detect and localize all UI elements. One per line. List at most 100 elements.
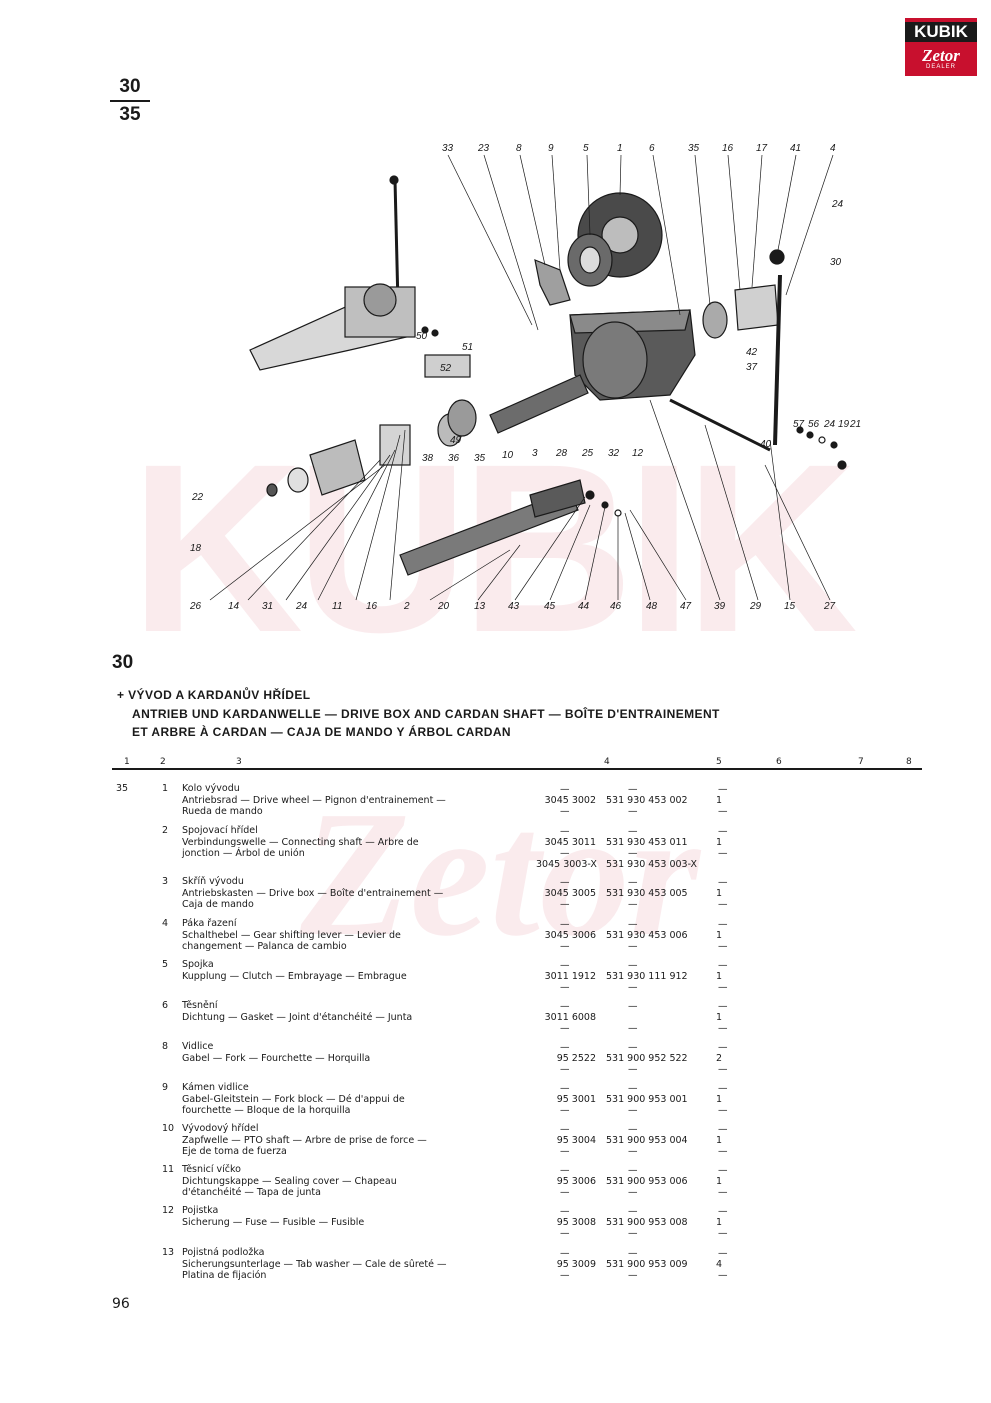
dash-mark: — bbox=[718, 1104, 728, 1116]
part-description-line: Těsnění bbox=[182, 1000, 218, 1011]
part-description-line: Skříň vývodu bbox=[182, 876, 244, 887]
dash-mark: — bbox=[560, 1104, 570, 1116]
col-header-5: 5 bbox=[716, 757, 722, 767]
dash-mark: — bbox=[560, 918, 570, 930]
part-number-b: 531 900 953 008 bbox=[606, 1216, 688, 1228]
part-position: 8 bbox=[162, 1041, 169, 1052]
model-top: 30 bbox=[119, 76, 141, 97]
part-description-line: changement — Palanca de cambio bbox=[182, 941, 347, 952]
part-number-a: 95 3006 bbox=[556, 1175, 596, 1187]
part-description-line: Sicherung — Fuse — Fusible — Fusible bbox=[182, 1216, 365, 1228]
callout-48: 48 bbox=[646, 601, 658, 612]
part-number-a: 95 2522 bbox=[556, 1052, 596, 1064]
col-header-2: 2 bbox=[160, 757, 166, 767]
kubik-zetor-logo: KUBIK Zetor DEALER bbox=[905, 18, 977, 76]
dash-mark: — bbox=[718, 1063, 728, 1075]
part-quantity: 1 bbox=[716, 1093, 723, 1105]
part-number-a: 3011 6008 bbox=[544, 1011, 596, 1023]
dash-mark: — bbox=[628, 1104, 638, 1116]
callout-5: 5 bbox=[583, 143, 589, 154]
logo-dealer-text: DEALER bbox=[925, 64, 956, 70]
dash-mark: — bbox=[628, 918, 638, 930]
dash-mark: — bbox=[560, 847, 570, 859]
callout-27: 27 bbox=[823, 601, 836, 612]
dash-mark: — bbox=[560, 1227, 570, 1239]
dash-mark: — bbox=[628, 940, 638, 952]
callout-13: 13 bbox=[474, 601, 486, 612]
callout-8: 8 bbox=[516, 143, 522, 154]
dash-mark: — bbox=[560, 1186, 570, 1198]
callout-36: 36 bbox=[448, 453, 460, 464]
callout-33: 33 bbox=[442, 143, 454, 154]
dash-mark: — bbox=[560, 1269, 570, 1281]
part-number-b: 531 900 953 009 bbox=[606, 1258, 688, 1270]
dash-mark: — bbox=[718, 876, 728, 888]
callout-37: 37 bbox=[746, 362, 758, 373]
part-number-a: 3011 1912 bbox=[544, 970, 596, 982]
dash-mark: — bbox=[718, 1205, 728, 1217]
dash-mark: — bbox=[718, 847, 728, 859]
part-description-line: Kolo vývodu bbox=[182, 783, 240, 794]
dash-mark: — bbox=[718, 1186, 728, 1198]
part-number-a: 3045 3002 bbox=[544, 794, 596, 806]
callout-24: 24 bbox=[831, 199, 844, 210]
dash-mark: — bbox=[628, 1205, 638, 1217]
callout-39: 39 bbox=[714, 601, 726, 612]
part-description-line: Spojovací hřídel bbox=[182, 825, 258, 836]
part-quantity: 2 bbox=[716, 1052, 723, 1064]
callout-45: 45 bbox=[544, 601, 556, 612]
part-quantity: 1 bbox=[716, 1216, 723, 1228]
part-position: 12 bbox=[162, 1205, 175, 1216]
part-position: 11 bbox=[162, 1164, 175, 1175]
part-position: 13 bbox=[162, 1247, 175, 1258]
callout-23: 23 bbox=[477, 143, 490, 154]
dash-mark: — bbox=[718, 1041, 728, 1053]
dash-mark: — bbox=[628, 1227, 638, 1239]
dash-mark: — bbox=[560, 1063, 570, 1075]
col-header-6: 6 bbox=[776, 757, 782, 767]
dash-mark: — bbox=[628, 1247, 638, 1259]
part-description-line: Kupplung — Clutch — Embrayage — Embrague bbox=[182, 970, 407, 982]
dash-mark: — bbox=[560, 825, 570, 837]
callout-21: 21 bbox=[849, 419, 861, 430]
watermark-zetor: Zetor bbox=[300, 774, 700, 973]
dash-mark: — bbox=[718, 940, 728, 952]
part-position: 3 bbox=[162, 876, 169, 887]
part-description-line: Vývodový hřídel bbox=[182, 1123, 259, 1134]
part-description-line: jonction — Árbol de unión bbox=[182, 848, 305, 859]
dash-mark: — bbox=[628, 1000, 638, 1012]
dash-mark: — bbox=[628, 1123, 638, 1135]
part-description-line: Páka řazení bbox=[182, 918, 237, 929]
dash-mark: — bbox=[560, 981, 570, 993]
dash-mark: — bbox=[718, 1227, 728, 1239]
callout-1: 1 bbox=[617, 143, 623, 154]
part-number-b: 531 900 952 522 bbox=[606, 1052, 688, 1064]
part-position: 2 bbox=[162, 825, 169, 836]
dash-mark: — bbox=[628, 1041, 638, 1053]
part-description-line: Antriebsrad — Drive wheel — Pignon d'ent… bbox=[182, 794, 446, 806]
callout-10: 10 bbox=[502, 450, 514, 461]
dash-mark: — bbox=[718, 1164, 728, 1176]
part-quantity: 1 bbox=[716, 929, 723, 941]
dash-mark: — bbox=[560, 959, 570, 971]
callout-56: 56 bbox=[808, 419, 820, 430]
part-description-line: Caja de mando bbox=[182, 899, 254, 910]
callout-22: 22 bbox=[191, 492, 204, 503]
part-description-line: Eje de toma de fuerza bbox=[182, 1146, 287, 1157]
dash-mark: — bbox=[628, 898, 638, 910]
dash-mark: — bbox=[628, 1164, 638, 1176]
part-position: 4 bbox=[162, 918, 169, 929]
dash-mark: — bbox=[718, 918, 728, 930]
part-number-b: 531 930 453 005 bbox=[606, 887, 688, 899]
callout-26: 26 bbox=[189, 601, 202, 612]
callout-24c: 24 bbox=[295, 601, 308, 612]
part-description-line: Verbindungswelle — Connecting shaft — Ar… bbox=[182, 836, 419, 848]
dash-mark: — bbox=[718, 1247, 728, 1259]
dash-mark: — bbox=[718, 1123, 728, 1135]
part-number-a: 95 3009 bbox=[556, 1258, 596, 1270]
exploded-parts-diagram: 33 23 8 9 5 1 6 35 16 17 41 4 24 30 42 3… bbox=[189, 143, 861, 612]
part-number-a: 3045 3006 bbox=[544, 929, 596, 941]
part-description-line: Pojistná podložka bbox=[182, 1247, 265, 1258]
dash-mark: — bbox=[718, 1022, 728, 1034]
col-header-1: 1 bbox=[124, 757, 130, 767]
